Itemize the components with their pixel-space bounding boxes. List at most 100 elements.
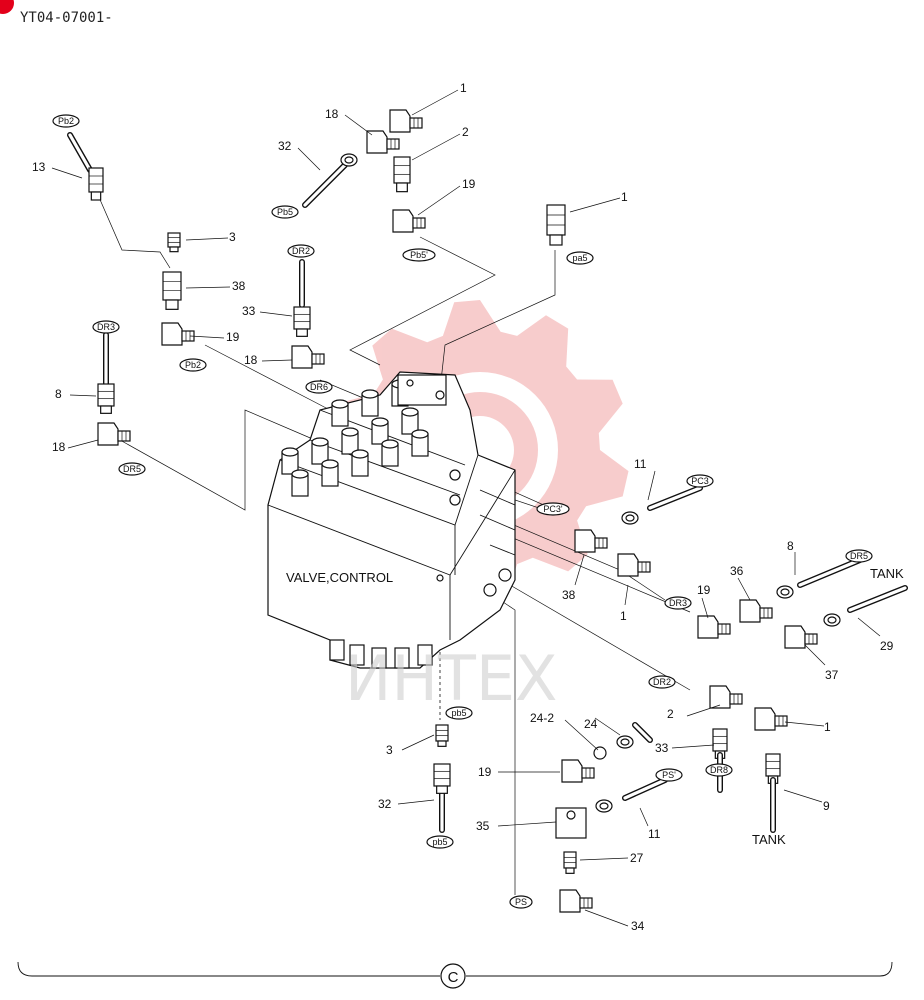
fitting-38-left — [162, 271, 182, 310]
section-marker-c: C — [448, 969, 459, 986]
fitting-2-top — [393, 156, 411, 193]
part-number: 13 — [32, 160, 46, 174]
port-tag: pb5 — [426, 835, 454, 849]
valve-spool-top — [361, 389, 379, 399]
valve-spool-top — [381, 439, 399, 449]
svg-text:Pb5': Pb5' — [410, 250, 428, 260]
svg-text:DR8: DR8 — [710, 765, 728, 775]
part-number: 18 — [325, 107, 339, 121]
part-number: 33 — [242, 304, 256, 318]
part-number: 1 — [620, 609, 627, 623]
part-number: 1 — [621, 190, 628, 204]
hose-end-8-left — [97, 383, 115, 414]
leader-tick — [857, 617, 881, 637]
part-number: 32 — [278, 139, 292, 153]
port-tag: DR8 — [705, 763, 733, 777]
part-number: 19 — [462, 177, 476, 191]
valve-spool-top — [331, 399, 349, 409]
svg-text:PS: PS — [515, 897, 527, 907]
leader-tick — [579, 857, 629, 861]
valve-spool-top — [291, 469, 309, 479]
leader-tick — [185, 286, 231, 289]
hose-11-bottom — [622, 777, 668, 801]
leader-tick — [401, 734, 435, 751]
svg-text:pa5: pa5 — [572, 253, 587, 263]
fitting-27 — [563, 851, 577, 874]
leader-tick — [344, 114, 373, 136]
tank-label-bottom: TANK — [752, 832, 786, 847]
part-number: 34 — [631, 919, 645, 933]
part-number: 35 — [476, 819, 490, 833]
part-number: 37 — [825, 668, 839, 682]
fitting-24-body — [616, 735, 634, 749]
valve-spool-top — [371, 417, 389, 427]
fitting-19-right — [697, 615, 731, 639]
hose-13 — [67, 132, 93, 173]
hose-end-29 — [823, 613, 841, 627]
leader-tick — [594, 717, 621, 736]
svg-text:Pb5: Pb5 — [277, 207, 293, 217]
o-ring-24-2 — [593, 746, 607, 760]
fitting-37 — [784, 625, 818, 649]
leader-tick — [397, 799, 435, 805]
leader-tick — [784, 721, 825, 727]
part-number: 2 — [462, 125, 469, 139]
leader-tick — [737, 577, 751, 601]
port-tag: DR5 — [845, 549, 873, 563]
svg-text:PC3: PC3 — [691, 476, 709, 486]
valve-spool-top — [311, 437, 329, 447]
part-number: 3 — [386, 743, 393, 757]
hose-end-33 — [293, 306, 311, 337]
leader-tick — [804, 644, 826, 666]
part-number: 24 — [584, 717, 598, 731]
svg-text:pb5: pb5 — [432, 837, 447, 847]
part-number: 11 — [634, 457, 647, 471]
fitting-2-right — [709, 685, 743, 709]
section-bracket — [17, 961, 893, 989]
port-tag: DR2 — [287, 244, 315, 258]
leader-tick — [261, 359, 293, 362]
port-tag: PC3' — [536, 502, 570, 516]
hose-8-right — [797, 557, 863, 588]
part-number: 19 — [697, 583, 711, 597]
valve-control-label: VALVE,CONTROL — [286, 570, 393, 585]
hose-32 — [302, 162, 348, 208]
part-number: 3 — [229, 230, 236, 244]
port-tag: DR5 — [118, 462, 146, 476]
part-number: 8 — [55, 387, 62, 401]
svg-text:DR5: DR5 — [850, 551, 868, 561]
valve-spool-top — [401, 407, 419, 417]
fitting-3-bottom — [435, 724, 449, 747]
svg-text:Pb2: Pb2 — [185, 360, 201, 370]
fitting-18-left — [97, 422, 131, 446]
svg-text:PC3': PC3' — [543, 504, 563, 514]
port-tag: Pb5' — [402, 248, 436, 262]
fitting-1-right — [617, 553, 651, 577]
tank-label-right: TANK — [870, 566, 904, 581]
fitting-18-top — [366, 130, 400, 154]
fitting-19-bottom — [561, 759, 595, 783]
svg-text:DR2: DR2 — [653, 677, 671, 687]
leader-tick — [185, 237, 229, 241]
fitting-24 — [632, 722, 653, 743]
corner-marker — [0, 0, 14, 14]
leader-tick — [297, 147, 321, 171]
fitting-3-left — [167, 232, 181, 253]
svg-text:DR2: DR2 — [292, 246, 310, 256]
hose-end-11-bottom — [595, 799, 613, 813]
port-tag: DR3 — [92, 320, 120, 334]
valve-spool-top — [321, 459, 339, 469]
part-number: 11 — [648, 827, 661, 841]
part-number: 18 — [52, 440, 66, 454]
leader-tick — [701, 597, 709, 619]
leader-tick — [411, 89, 459, 116]
hose-end-32 — [340, 153, 358, 167]
leader-tick — [647, 470, 656, 501]
port-tag: DR2 — [648, 675, 676, 689]
port-tag: Pb2 — [52, 114, 80, 128]
port-tag: PS' — [655, 768, 683, 782]
port-tag: PC3 — [686, 474, 714, 488]
port-tag: Pb5 — [271, 205, 299, 219]
leader-tick — [69, 394, 97, 397]
port-tag: DR6 — [305, 380, 333, 394]
